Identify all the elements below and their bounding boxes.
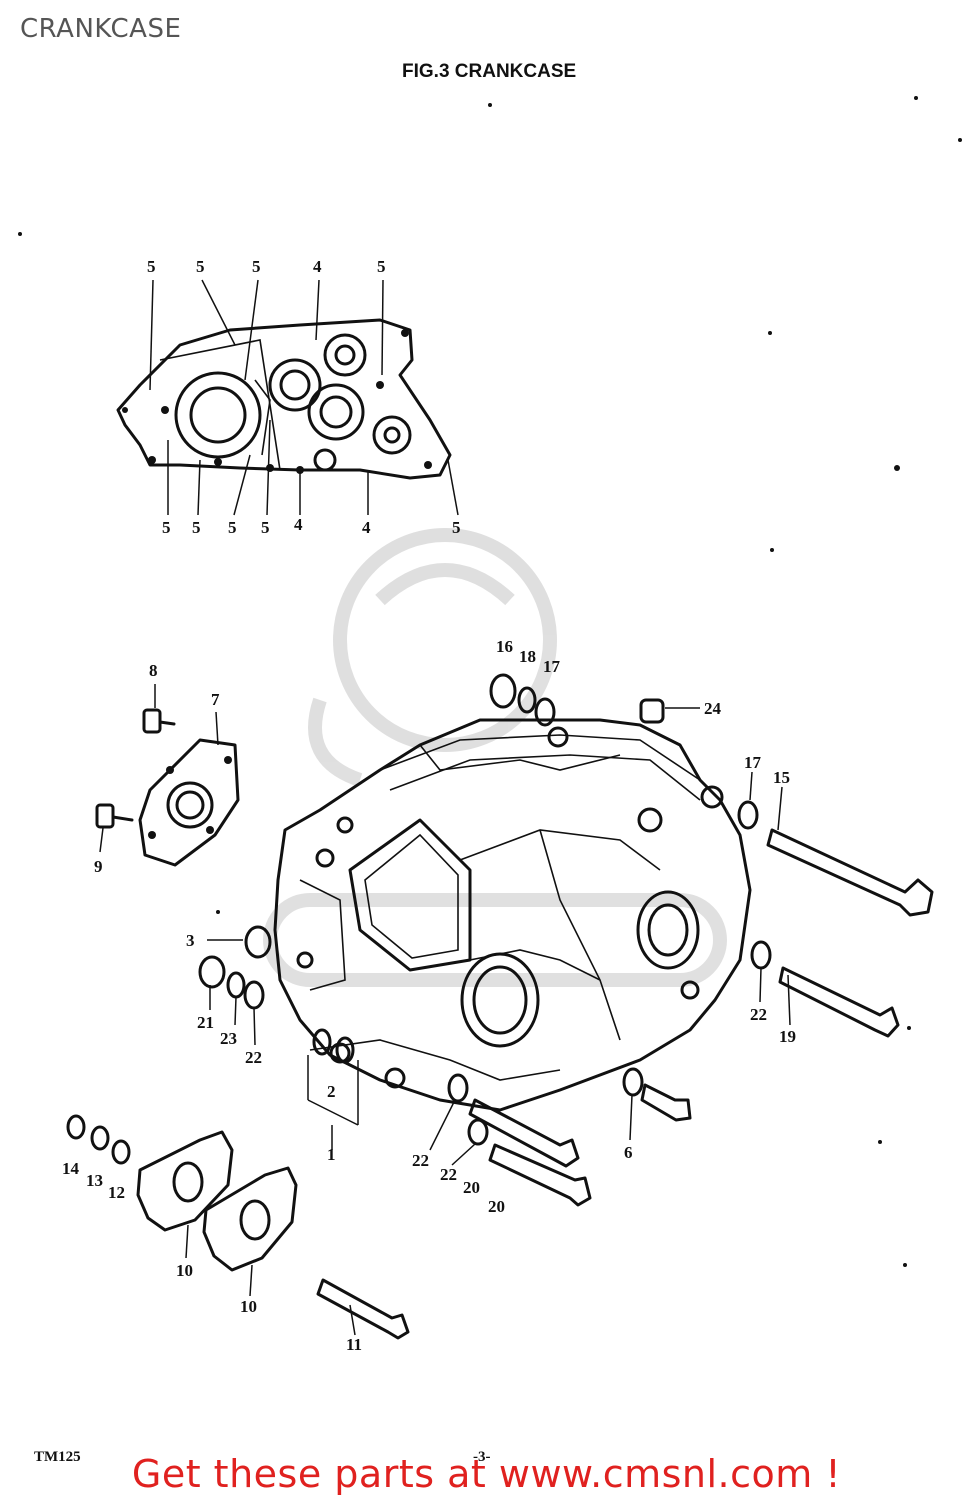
callout-5h: 5 [261,518,270,537]
main-callouts: 16 18 17 24 8 7 17 15 9 3 21 23 22 22 19… [62,637,796,1354]
page-title: CRANKCASE [20,14,182,44]
page-number: -3- [473,1449,491,1465]
parts-link-banner[interactable]: Get these parts at www.cmsnl.com ! [131,1452,842,1496]
callout-5f: 5 [192,518,201,537]
callout-4b: 4 [294,515,303,534]
callout-7: 7 [211,690,220,709]
bolt-9 [95,803,134,829]
callout-5d: 5 [377,257,386,276]
callout-13: 13 [86,1171,103,1190]
callout-4a: 4 [313,257,322,276]
callout-2: 2 [327,1082,336,1101]
callout-23: 23 [220,1029,237,1048]
callout-11: 11 [346,1335,362,1354]
bolt-11 [316,1278,410,1340]
callout-5i: 5 [452,518,461,537]
callout-9: 9 [94,857,103,876]
crankcase-cover-plate-7 [138,738,240,867]
callout-17b: 17 [744,753,762,772]
crankcase-inner-view [116,318,452,480]
bolt-6 [622,1067,692,1122]
callout-24: 24 [704,699,722,718]
figure-title: FIG.3 CRANKCASE [402,61,576,82]
washers-14-13-12 [66,1114,131,1165]
bolt-19 [750,940,900,1038]
callout-5c: 5 [252,257,261,276]
top-callouts: 5 5 5 4 5 [147,257,386,276]
gasket-plates-10 [136,1130,298,1272]
callout-6: 6 [624,1143,633,1162]
callout-3: 3 [186,931,195,950]
callout-12: 12 [108,1183,125,1202]
callout-10a: 10 [176,1261,193,1280]
callout-20a: 20 [463,1178,480,1197]
callout-22c: 22 [412,1151,429,1170]
callout-18: 18 [519,647,536,666]
washer-stack-16-18-17 [489,673,556,727]
model-code: TM125 [34,1449,81,1465]
callout-14: 14 [62,1159,80,1178]
callout-5a: 5 [147,257,156,276]
callout-16: 16 [496,637,513,656]
callout-20b: 20 [488,1197,505,1216]
plug-24 [639,698,700,724]
callout-22b: 22 [750,1005,767,1024]
callout-5b: 5 [196,257,205,276]
callout-19: 19 [779,1027,796,1046]
callout-8: 8 [149,661,158,680]
callout-1: 1 [327,1145,336,1164]
callout-10b: 10 [240,1297,257,1316]
callout-22a: 22 [245,1048,262,1067]
callout-5g: 5 [228,518,237,537]
bolt-8 [142,708,176,734]
main-leader-lines [99,684,791,1336]
bolts-20 [447,1073,592,1207]
top-leader-lines [149,279,459,516]
dowel-pins-2 [307,1028,359,1126]
bottom-callouts-top-view: 5 5 5 5 4 4 5 [162,515,461,537]
callout-4c: 4 [362,518,371,537]
bolt-15 [737,800,934,917]
callout-17a: 17 [543,657,561,676]
callout-21: 21 [197,1013,214,1032]
callout-5e: 5 [162,518,171,537]
scan-specks [18,96,962,1267]
callout-22d: 22 [440,1165,457,1184]
callout-15: 15 [773,768,790,787]
